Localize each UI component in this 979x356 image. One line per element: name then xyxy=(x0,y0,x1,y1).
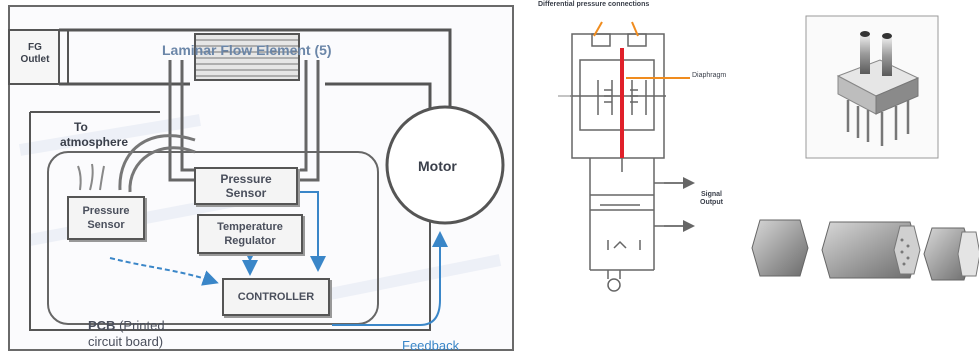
signal-output-line-1: Signal xyxy=(700,191,722,198)
diaphragm-label: Diaphragm xyxy=(692,72,727,79)
temperature-regulator-box: Temperature Regulator xyxy=(197,214,303,254)
controller-box: CONTROLLER xyxy=(222,278,330,316)
transducer-schematic xyxy=(570,33,690,292)
signal-output-line-2: Output xyxy=(700,199,723,206)
pcb-label-line-2: circuit board) xyxy=(88,334,164,349)
housing xyxy=(29,111,431,331)
to-atmosphere-label: To atmosphere xyxy=(60,120,128,150)
connection-pointer-left xyxy=(593,21,603,37)
to-atmosphere-line-2: atmosphere xyxy=(60,135,129,149)
connection-pointer-right xyxy=(631,21,639,37)
temperature-regulator-line-1: Temperature xyxy=(217,221,283,233)
pcb-label-rest: (Printed xyxy=(115,318,165,333)
differential-pressure-title: Differential pressure connections xyxy=(538,1,650,8)
pressure-sensor-left-box: Pressure Sensor xyxy=(67,196,145,240)
flow-arrow-sensor-to-controller xyxy=(109,257,219,286)
sensor-photo xyxy=(836,31,920,146)
fg-outlet-line-2: Outlet xyxy=(20,54,50,65)
pressure-sensor-upper-box: Pressure Sensor xyxy=(194,167,298,205)
pressure-sensor-left-line-1: Pressure xyxy=(82,205,130,217)
signal-output-label: Signal Output xyxy=(700,191,723,207)
laminar-flow-element-label: Laminar Flow Element (5) xyxy=(162,42,332,58)
pressure-sensor-upper-line-1: Pressure xyxy=(220,172,272,186)
temperature-regulator-line-2: Regulator xyxy=(224,235,276,247)
flow-arrow-pressure-to-controller xyxy=(300,191,326,272)
pcb-label: PCB (Printed xyxy=(88,318,165,334)
pressure-sensor-upper-line-2: Sensor xyxy=(225,186,267,200)
motor-label: Motor xyxy=(418,158,457,174)
to-atmosphere-line-1: To xyxy=(74,120,88,134)
feedback-arrow xyxy=(332,231,448,326)
pressure-sensor-left-line-2: Sensor xyxy=(87,219,125,231)
fg-outlet-line-1: FG xyxy=(28,42,42,53)
laminar-flow-element xyxy=(194,33,300,81)
fg-outlet-label: FG Outlet xyxy=(14,42,56,66)
feedback-label: Feedback xyxy=(402,338,460,353)
fg-outlet-duct xyxy=(8,29,60,85)
pcb-label-bold: PCB xyxy=(88,318,116,333)
motor-circle xyxy=(385,105,505,225)
hex-flow-element-image xyxy=(751,219,979,281)
pcb-board xyxy=(47,151,379,325)
